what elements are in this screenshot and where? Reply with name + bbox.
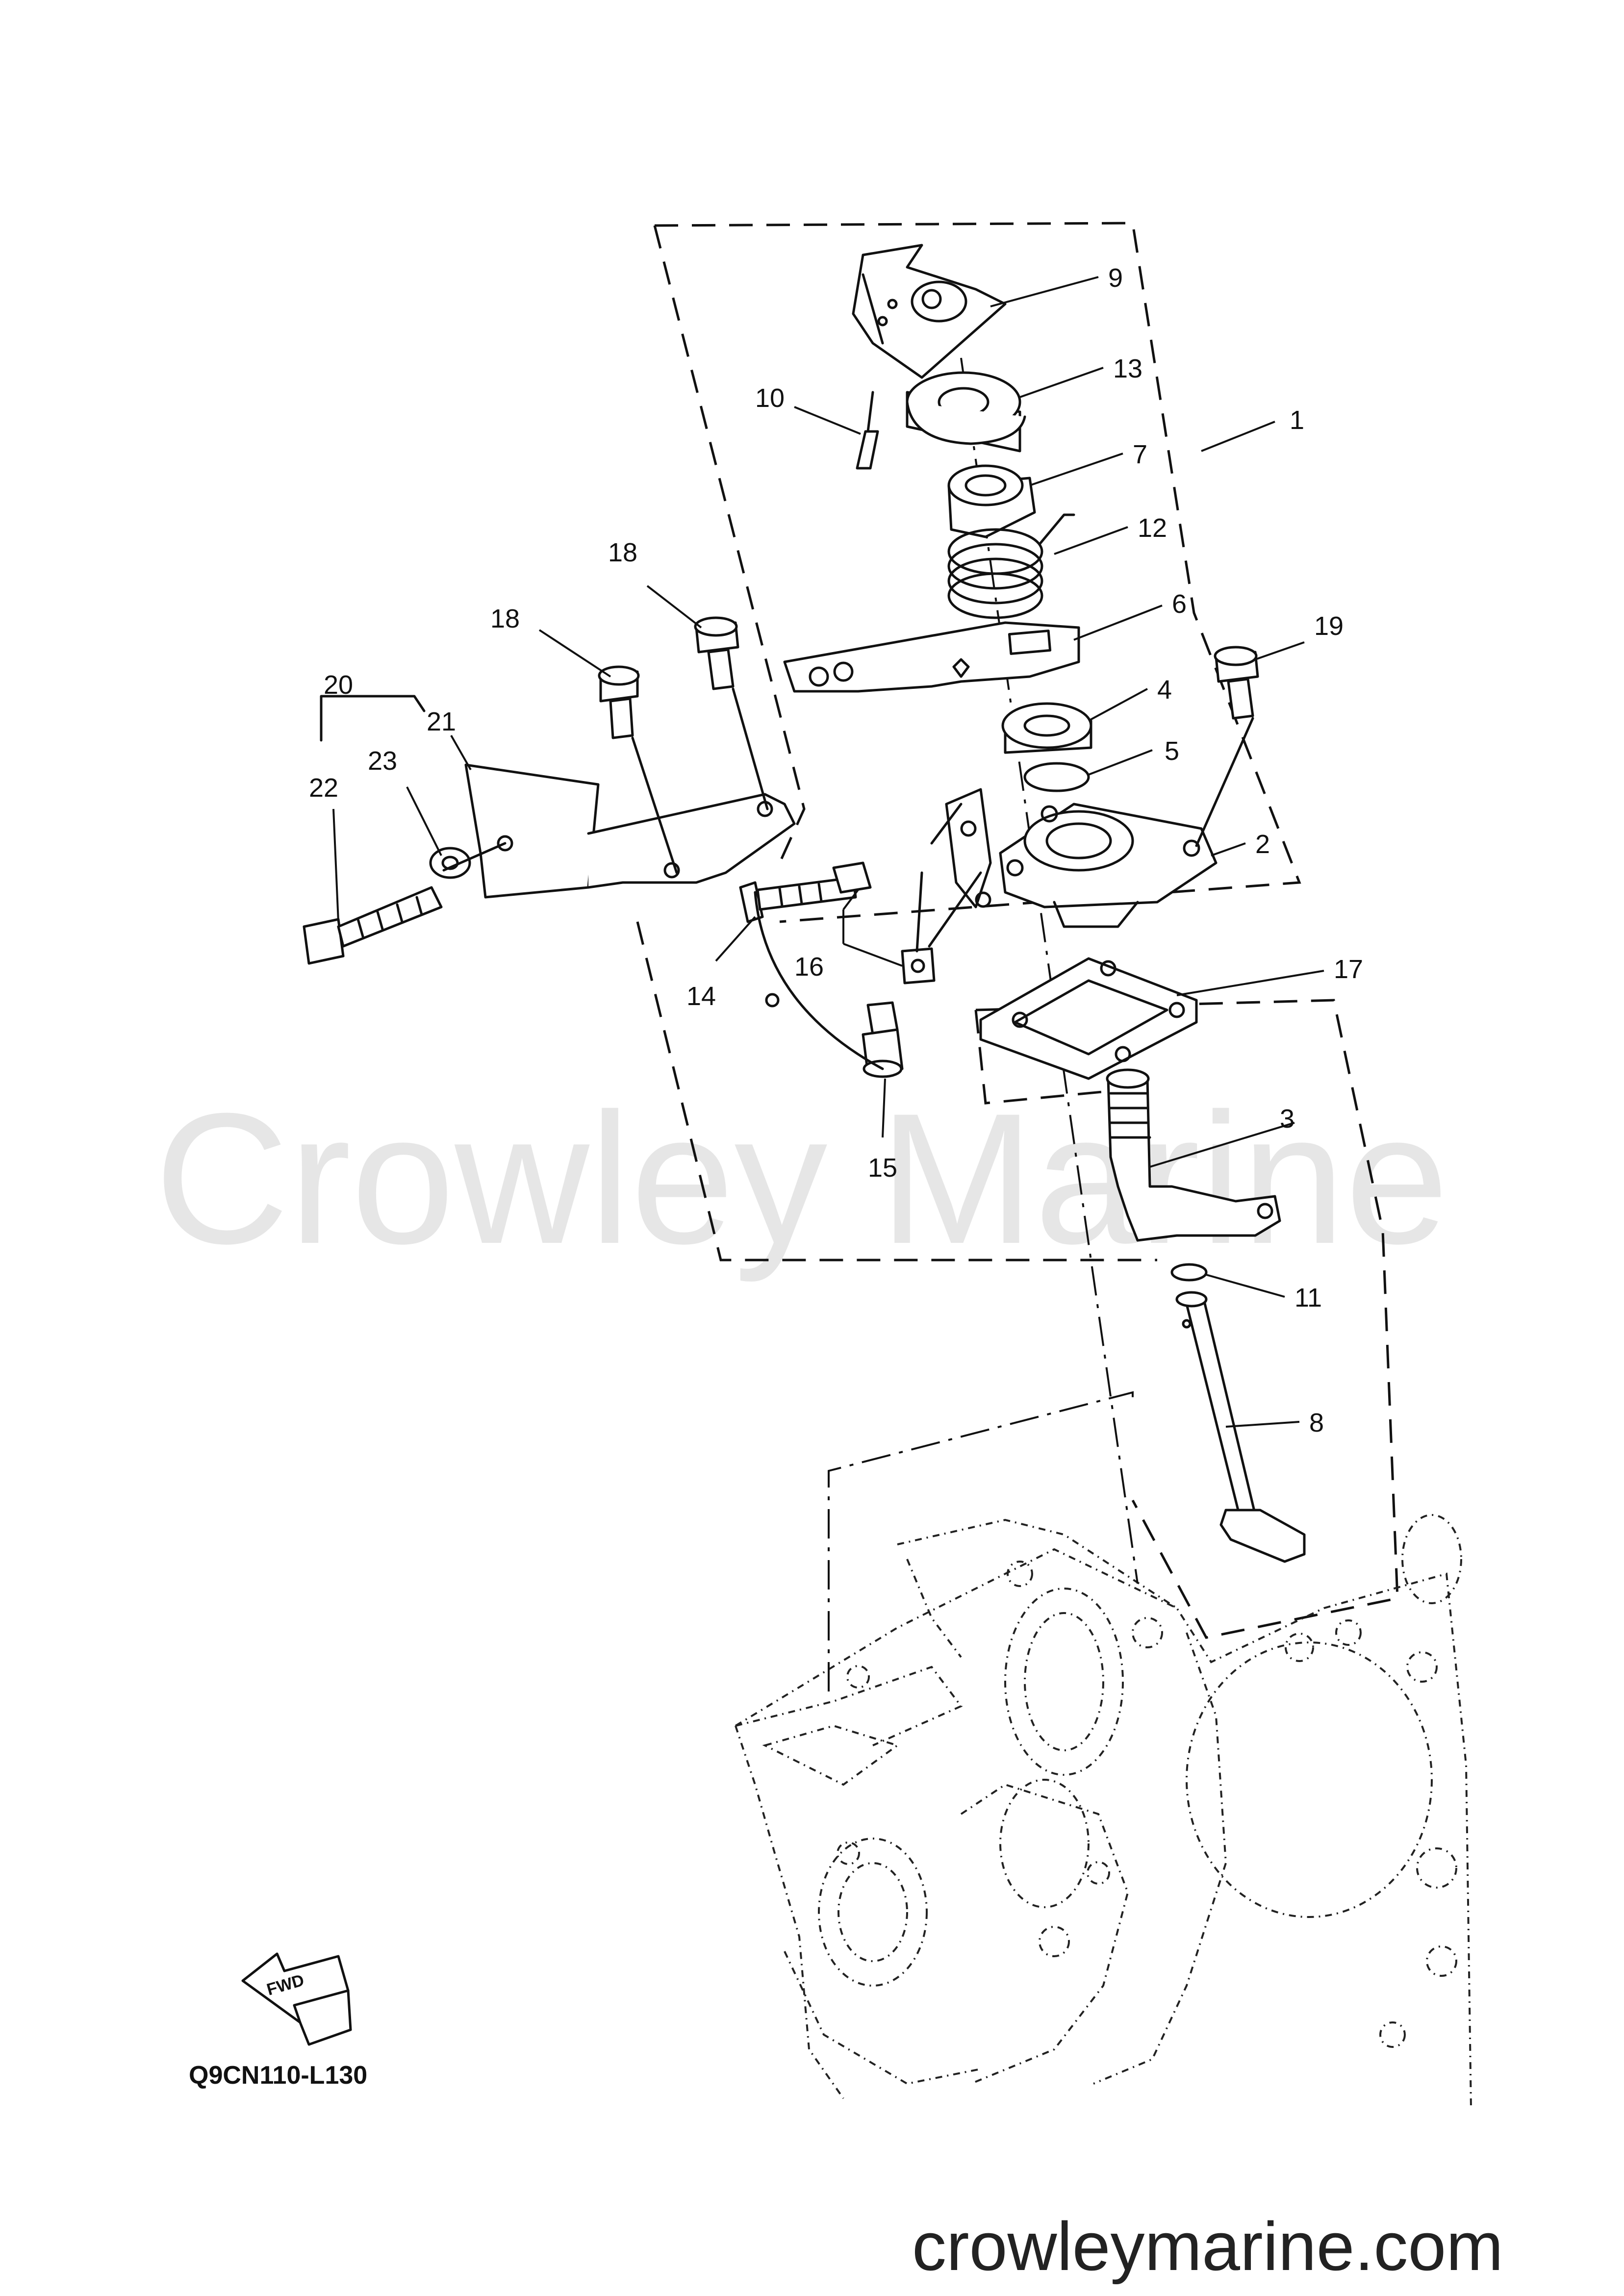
part-3-shaft <box>1106 1068 1281 1242</box>
part-21-bracket <box>464 763 796 899</box>
part-16-nut-a <box>832 861 872 894</box>
callout-12: 12 <box>1138 513 1167 543</box>
assembly-boundaries <box>636 222 1399 1639</box>
callout-15: 15 <box>868 1153 897 1183</box>
engine-block <box>735 1391 1472 2109</box>
callout-13: 13 <box>1113 354 1142 383</box>
part-18-bolt-a <box>598 665 640 739</box>
part-22-bolt <box>303 886 443 965</box>
part-11-clip <box>1170 1263 1208 1282</box>
part-2-housing <box>945 788 1218 928</box>
callout-9: 9 <box>1108 263 1123 293</box>
callout-8: 8 <box>1309 1408 1324 1438</box>
part-7-nut <box>947 464 1036 538</box>
callout-5: 5 <box>1165 736 1179 766</box>
watermark: Crowley Marine <box>154 1074 1449 1284</box>
fwd-arrow: FWD <box>241 1952 352 2046</box>
part-10-pin <box>856 430 879 470</box>
part-18-bolt-b <box>694 616 739 690</box>
callout-10: 10 <box>755 383 785 413</box>
callout-11: 11 <box>1294 1283 1322 1312</box>
assembly-axis <box>960 357 1139 1584</box>
drawing-code: Q9CN110-L130 <box>189 2061 367 2090</box>
callout-21: 21 <box>427 707 456 736</box>
callout-3: 3 <box>1280 1104 1294 1134</box>
guide-lines <box>442 391 1254 1070</box>
part-12-spring <box>947 513 1075 619</box>
callout-4: 4 <box>1157 675 1172 705</box>
part-13-cam <box>906 371 1026 453</box>
callout-20: 20 <box>324 670 353 700</box>
callout-23: 23 <box>368 746 397 776</box>
part-23-washer <box>429 847 471 879</box>
part-16-nut-b <box>901 947 936 984</box>
part-5-o-ring <box>1023 762 1090 792</box>
callout-20-bracket <box>320 695 426 742</box>
part-8-lower-shaft <box>1175 1291 1306 1563</box>
callout-6: 6 <box>1172 589 1187 619</box>
callout-18-left: 18 <box>490 604 520 633</box>
callout-2: 2 <box>1255 830 1270 859</box>
callout-labels: 1 2 3 4 5 6 7 8 9 10 11 12 13 14 15 16 1… <box>309 263 1363 1438</box>
part-6-link-plate <box>783 621 1080 693</box>
part-17-gasket <box>979 957 1198 1080</box>
leader-lines <box>332 276 1324 1428</box>
callout-7: 7 <box>1133 440 1147 469</box>
callout-22: 22 <box>309 773 338 803</box>
part-9-lever-bracket <box>852 244 1007 379</box>
callout-16: 16 <box>794 952 824 982</box>
callout-14: 14 <box>686 982 716 1011</box>
callout-18-right: 18 <box>608 538 637 567</box>
callout-19: 19 <box>1314 611 1344 641</box>
callout-1: 1 <box>1290 405 1304 435</box>
part-19-bolt <box>1214 646 1259 720</box>
part-15-bolt <box>862 1001 904 1078</box>
site-url: crowleymarine.com <box>912 2208 1503 2285</box>
part-4-washer <box>1001 702 1092 754</box>
callout-17: 17 <box>1334 955 1363 984</box>
